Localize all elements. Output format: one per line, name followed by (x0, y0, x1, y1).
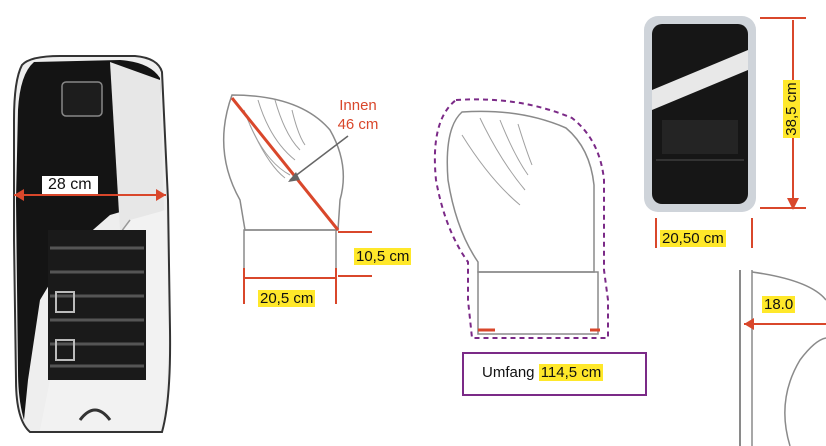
umfang-label: Umfang 114,5 cm (482, 364, 604, 382)
side-sketch (739, 270, 826, 446)
blocker-height-value: 38,5 cm (783, 80, 800, 138)
glove-width-value: 20,5 cm (258, 290, 316, 307)
side-width-label: 18.0 (762, 296, 796, 314)
leg-pad-image (13, 55, 172, 433)
umfang-text: Umfang (482, 364, 535, 381)
innen-label: Innen 46 cm (330, 96, 386, 134)
catch-glove-sketch (222, 94, 372, 304)
pad-width-label: 28 cm (42, 176, 98, 194)
blocker-height-label: 38,5 cm (783, 69, 801, 149)
glove-height-label: 10,5 cm (354, 248, 412, 266)
innen-line-1: Innen (339, 97, 377, 114)
outlined-glove-sketch (433, 98, 609, 339)
blocker-width-label: 20,50 cm (660, 230, 726, 248)
umfang-value: 114,5 cm (538, 364, 604, 381)
side-width-value: 18.0 (762, 296, 796, 313)
glove-height-value: 10,5 cm (354, 248, 412, 265)
glove-width-label: 20,5 cm (258, 290, 316, 308)
blocker-image (644, 16, 806, 248)
innen-line-2: 46 cm (337, 116, 379, 133)
umfang-box (462, 352, 647, 396)
blocker-width-value: 20,50 cm (660, 230, 726, 247)
